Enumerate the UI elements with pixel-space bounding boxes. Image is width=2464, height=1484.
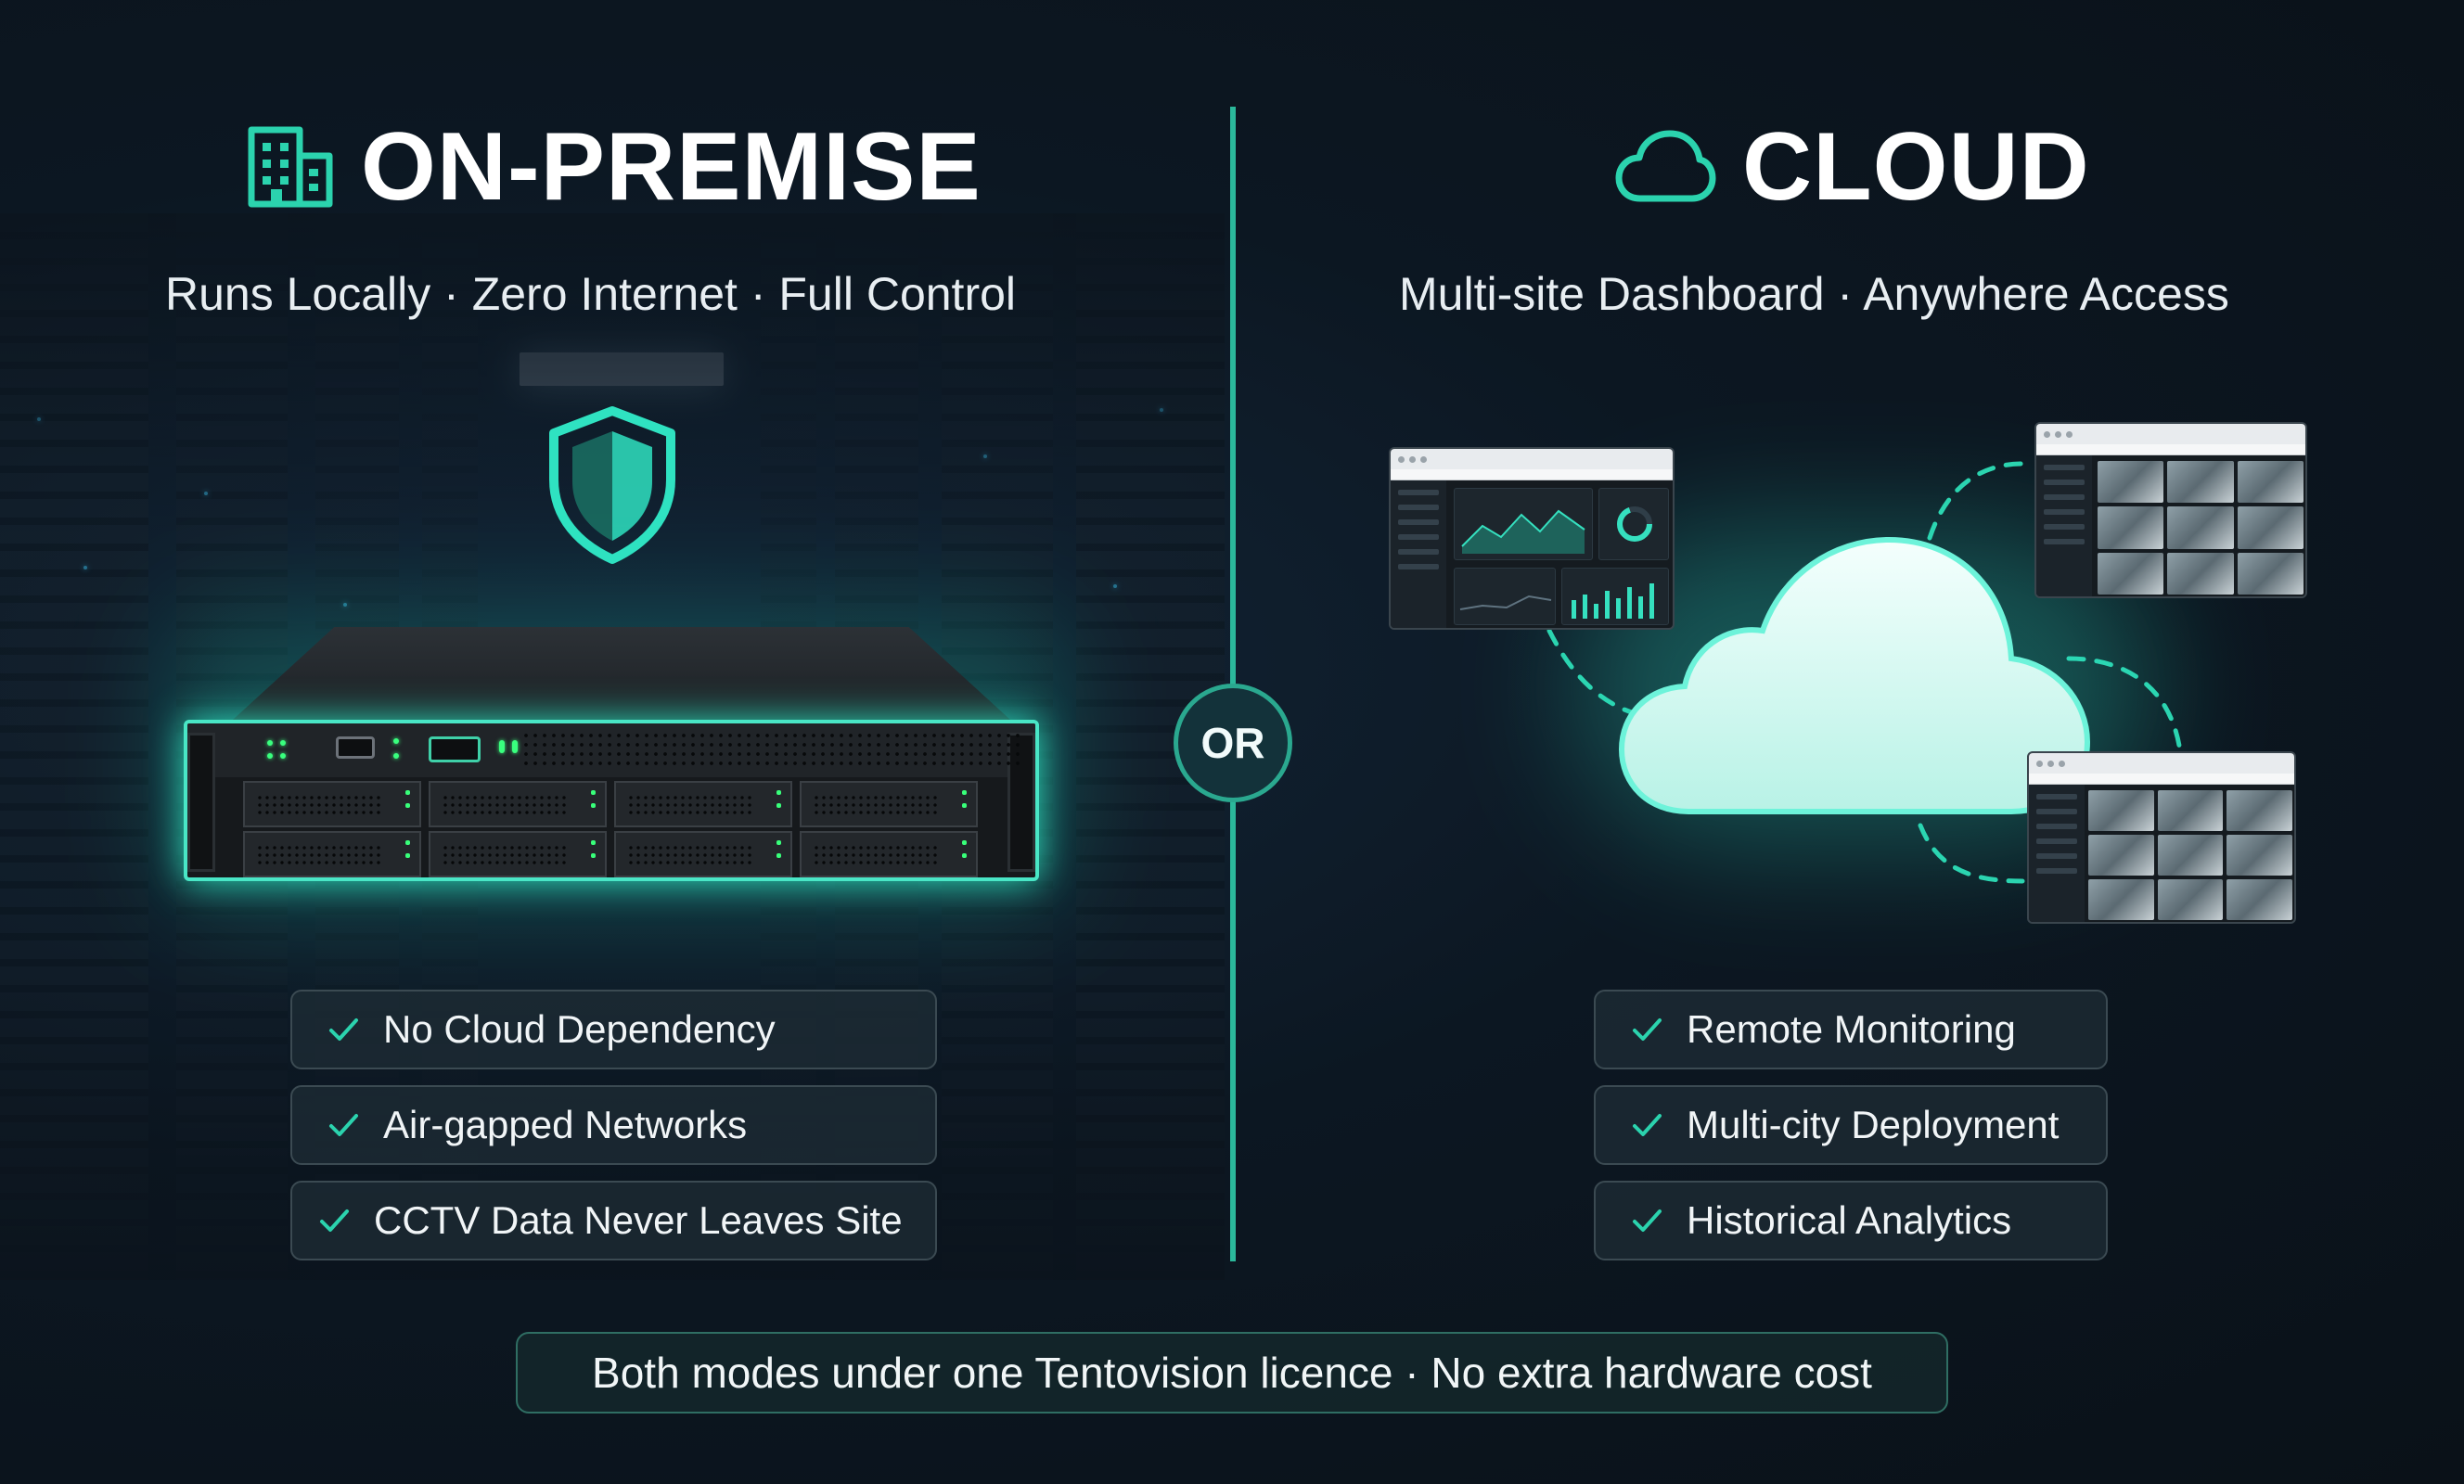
on-premise-heading: ON-PREMISE xyxy=(246,119,982,215)
cloud-title: CLOUD xyxy=(1742,113,2090,221)
check-icon xyxy=(1633,1209,1662,1232)
feature-cctv-data-never-leaves-site: CCTV Data Never Leaves Site xyxy=(290,1181,937,1260)
feature-label: CCTV Data Never Leaves Site xyxy=(374,1198,903,1242)
on-premise-subtitle: Runs Locally · Zero Internet · Full Cont… xyxy=(165,268,1017,320)
footer-text: Both modes under one Tentovision licence… xyxy=(592,1349,1872,1397)
feature-multi-city-deployment: Multi-city Deployment xyxy=(1594,1085,2108,1165)
feature-label: Remote Monitoring xyxy=(1687,1007,2016,1051)
camera-grid-window-top xyxy=(2034,422,2307,598)
check-icon xyxy=(329,1114,358,1136)
analytics-dashboard-window xyxy=(1389,447,1675,630)
check-icon xyxy=(329,1018,358,1041)
check-icon xyxy=(320,1209,349,1232)
feature-no-cloud-dependency: No Cloud Dependency xyxy=(290,990,937,1069)
connection-lines xyxy=(1546,461,2183,884)
feature-remote-monitoring: Remote Monitoring xyxy=(1594,990,2108,1069)
cloud-subtitle: Multi-site Dashboard · Anywhere Access xyxy=(1399,268,2229,320)
feature-label: No Cloud Dependency xyxy=(383,1007,776,1051)
cloud-heading: CLOUD xyxy=(1614,119,2090,215)
or-badge: OR xyxy=(1174,684,1292,802)
shield-icon xyxy=(549,406,675,564)
feature-label: Air-gapped Networks xyxy=(383,1103,748,1146)
cloud-illustration xyxy=(1618,536,2091,814)
server-chassis-top xyxy=(223,627,1020,729)
rack-server-image xyxy=(184,720,1039,881)
feature-air-gapped-networks: Air-gapped Networks xyxy=(290,1085,937,1165)
feature-label: Multi-city Deployment xyxy=(1687,1103,2060,1146)
footer-banner: Both modes under one Tentovision licence… xyxy=(516,1332,1948,1414)
camera-grid-window-bottom xyxy=(2027,751,2296,924)
building-icon xyxy=(248,126,333,208)
on-premise-title: ON-PREMISE xyxy=(361,113,982,221)
feature-historical-analytics: Historical Analytics xyxy=(1594,1181,2108,1260)
check-icon xyxy=(1633,1018,1662,1041)
check-icon xyxy=(1633,1114,1662,1136)
cloud-icon xyxy=(1615,130,1716,202)
feature-label: Historical Analytics xyxy=(1687,1198,2012,1242)
